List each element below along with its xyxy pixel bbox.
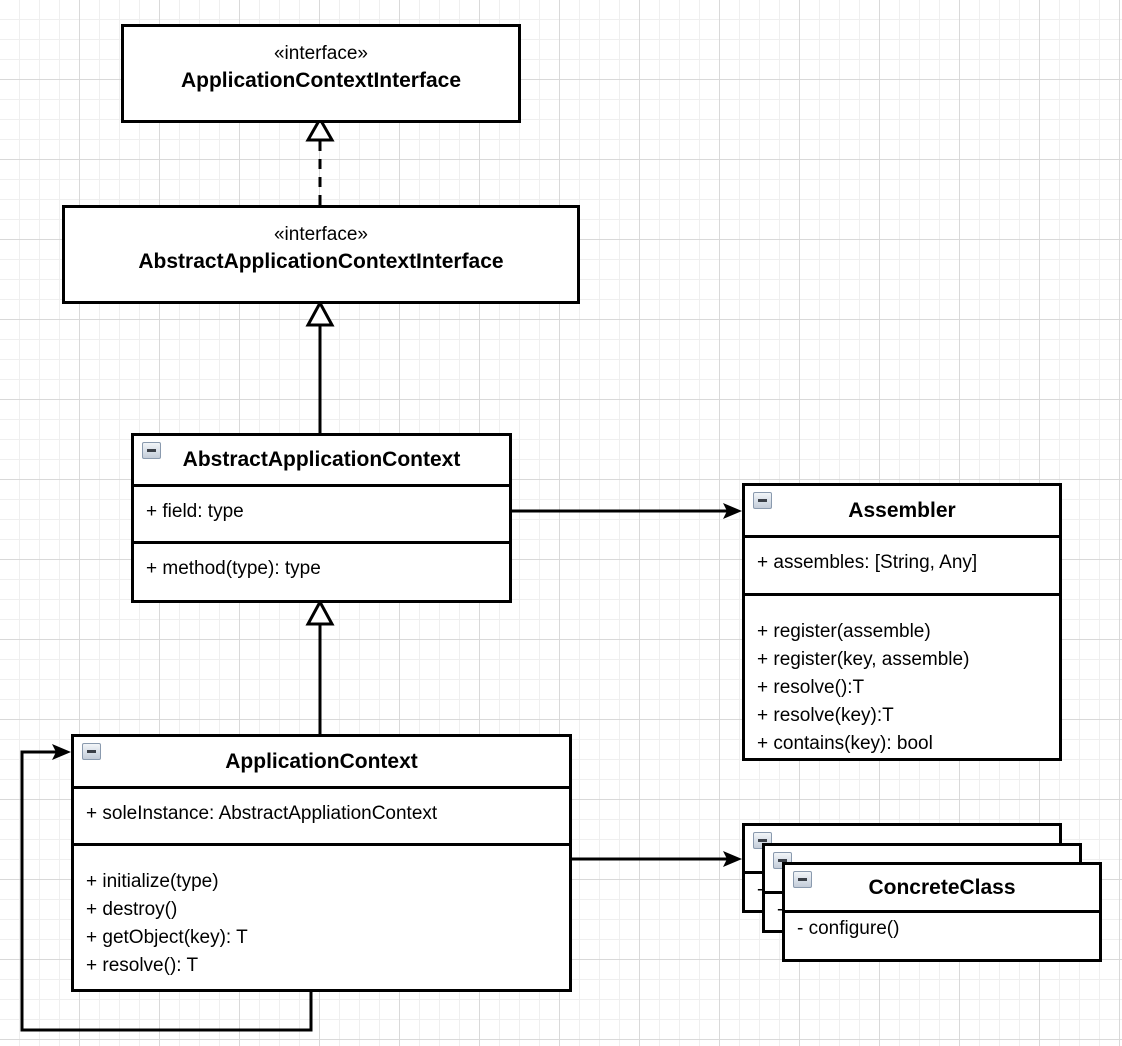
attribute-row: + assembles: [String, Any] <box>757 552 978 573</box>
class-name-label: ApplicationContextInterface <box>180 69 462 92</box>
class-name-label: AbstractApplicationContext <box>182 448 461 471</box>
methods-compartment: + initialize(type) + destroy() + getObje… <box>74 846 569 989</box>
class-name-label: Assembler <box>848 498 956 522</box>
class-application-context-interface[interactable]: «interface» ApplicationContextInterface <box>121 24 521 123</box>
method-row: - configure() <box>797 918 900 939</box>
class-header: AbstractApplicationContext <box>134 436 509 487</box>
edge-association-appcontext-concreteclass <box>572 851 742 867</box>
methods-compartment: + register(assemble) + register(key, ass… <box>745 596 1059 764</box>
method-row: + register(key, assemble) <box>757 649 970 670</box>
class-abstract-application-context-interface[interactable]: «interface» AbstractApplicationContextIn… <box>62 205 580 304</box>
class-name-label: ConcreteClass <box>868 875 1016 899</box>
interface-header: «interface» AbstractApplicationContextIn… <box>65 208 577 301</box>
method-row: + register(assemble) <box>757 621 931 642</box>
attribute-row: + field: type <box>146 501 244 522</box>
method-row: + method(type): type <box>146 558 321 579</box>
attribute-row: + soleInstance: AbstractAppliationContex… <box>86 803 438 824</box>
class-assembler[interactable]: Assembler + assembles: [String, Any] + r… <box>742 483 1062 761</box>
method-row: + getObject(key): T <box>86 927 248 948</box>
method-row: + destroy() <box>86 899 178 920</box>
method-row: + resolve(key):T <box>757 705 894 726</box>
stereotype-label: «interface» <box>273 224 368 245</box>
class-name-label: AbstractApplicationContextInterface <box>138 250 504 273</box>
edge-generalization-appcontext <box>305 598 335 734</box>
class-concrete-class-front[interactable]: ConcreteClass - configure() <box>782 862 1102 962</box>
collapse-minus-icon[interactable] <box>793 871 812 888</box>
methods-compartment: - configure() <box>785 913 1099 962</box>
method-row: + contains(key): bool <box>757 733 933 754</box>
edge-realization-appctxiface <box>305 115 335 205</box>
class-name-label: ApplicationContext <box>225 749 418 773</box>
collapse-minus-icon[interactable] <box>142 442 161 459</box>
class-header: Assembler <box>745 486 1059 538</box>
collapse-minus-icon[interactable] <box>82 743 101 760</box>
class-application-context[interactable]: ApplicationContext + soleInstance: Abstr… <box>71 734 572 992</box>
interface-header: «interface» ApplicationContextInterface <box>124 27 518 120</box>
attributes-compartment: + soleInstance: AbstractAppliationContex… <box>74 789 569 846</box>
attributes-compartment: + field: type <box>134 487 509 544</box>
collapse-minus-icon[interactable] <box>753 492 772 509</box>
methods-compartment: + method(type): type <box>134 544 509 600</box>
method-row: + initialize(type) <box>86 871 219 892</box>
method-row: + resolve():T <box>757 677 865 698</box>
edge-generalization-abstractctx <box>305 299 335 433</box>
attributes-compartment: + assembles: [String, Any] <box>745 538 1059 596</box>
class-header: ApplicationContext <box>74 737 569 789</box>
edge-association-abstractctx-assembler <box>512 503 742 519</box>
method-row: + resolve(): T <box>86 955 199 976</box>
class-header: ConcreteClass <box>785 865 1099 913</box>
stereotype-label: «interface» <box>273 43 368 64</box>
class-abstract-application-context[interactable]: AbstractApplicationContext + field: type… <box>131 433 512 603</box>
